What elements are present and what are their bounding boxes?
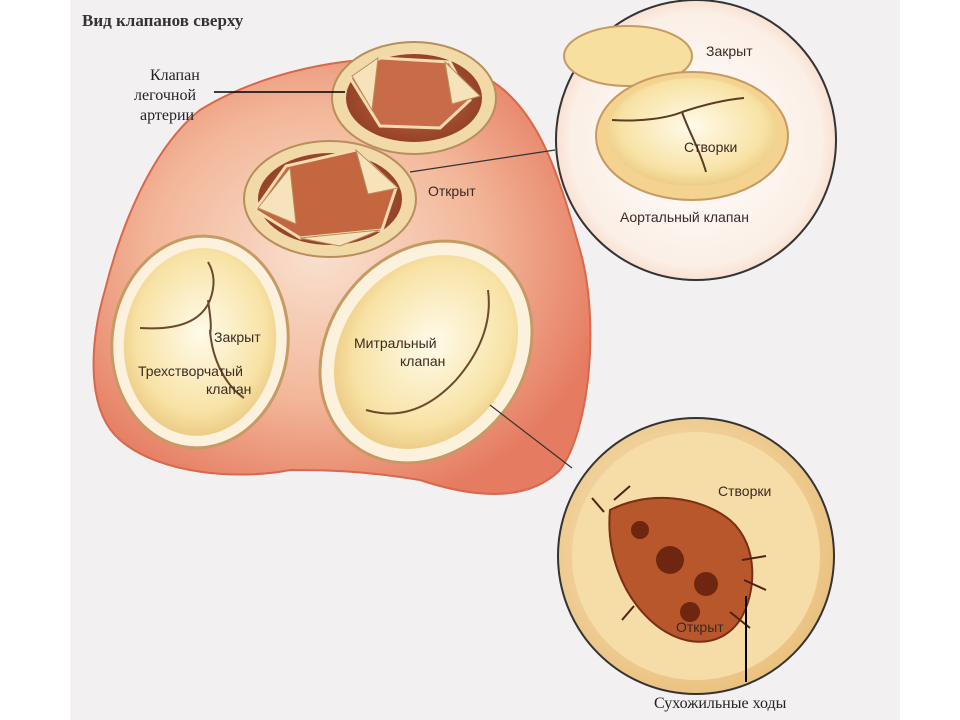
mitral-name-line2: клапан (400, 353, 445, 369)
mitral-inset-leader-line (489, 404, 573, 469)
aortic-valve-inset (555, 0, 837, 281)
left-margin (0, 0, 70, 720)
pulmonary-label-line2: легочной (134, 87, 196, 104)
right-margin (900, 0, 960, 720)
tricuspid-valve (110, 234, 290, 450)
aortic-valve-open (243, 140, 417, 258)
mitral-name-line1: Митральный (354, 335, 437, 351)
aortic-inset-leader-line (409, 149, 556, 173)
pulmonary-valve (331, 41, 497, 155)
aortic-inset-name-label: Аортальный клапан (620, 209, 749, 225)
aortic-inset-closed-label: Закрыт (706, 43, 753, 59)
mitral-valve (318, 239, 534, 465)
open-valve-label: Открыт (428, 183, 476, 199)
mitral-valve-inset (557, 417, 835, 695)
tricuspid-name-line2: клапан (206, 381, 251, 397)
tricuspid-closed-label: Закрыт (214, 329, 261, 345)
pulmonary-label-line1: Клапан (150, 67, 200, 84)
pulmonary-label-line3: артерии (140, 107, 195, 124)
mitral-inset-open-label: Открыт (676, 619, 724, 635)
aortic-inset-leaflets-label: Створки (684, 139, 737, 155)
chordae-label: Сухожильные ходы (654, 695, 787, 712)
diagram-title: Вид клапанов сверху (82, 11, 244, 30)
mitral-inset-leaflets-label: Створки (718, 483, 771, 499)
tricuspid-name-line1: Трехстворчатый (138, 363, 243, 379)
